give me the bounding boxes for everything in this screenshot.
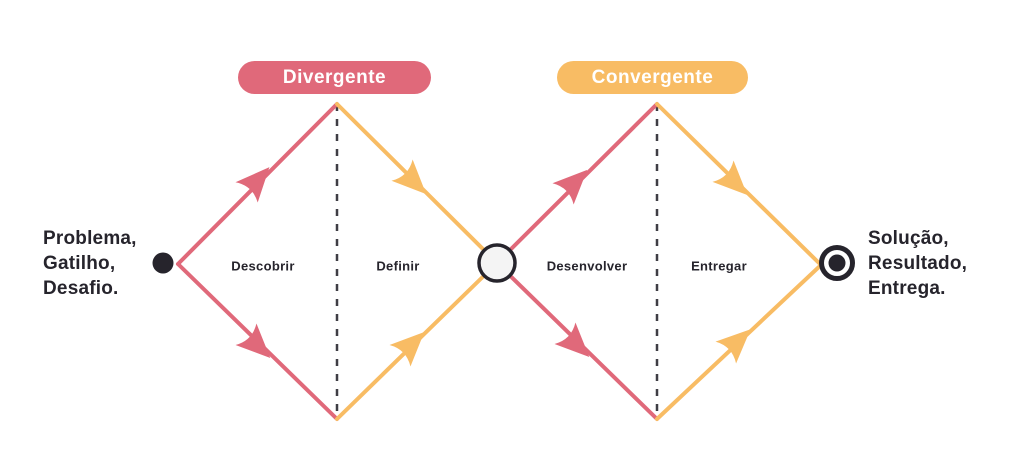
arrow-icon-d1-converge-down — [391, 159, 427, 195]
arrow-icon-d2-converge-down — [712, 160, 748, 196]
input-note-line: Desafio. — [43, 278, 119, 299]
end-node-dot — [828, 254, 846, 272]
arrow-icon-d1-diverge-up — [235, 167, 270, 203]
arrow-icon-d1-converge-up — [389, 332, 425, 367]
phase-label-desenvolver: Desenvolver — [546, 258, 628, 274]
output-note-line: Resultado, — [868, 253, 968, 274]
phase-label-definir: Definir — [376, 258, 420, 274]
arrow-icon-d2-converge-up — [715, 329, 751, 364]
input-note: Problema, Gatilho, Desafio. — [43, 226, 137, 301]
input-note-line: Gatilho, — [43, 253, 116, 274]
arrow-icon-d2-diverge-down — [554, 322, 590, 357]
arrow-icon-d1-diverge-down — [235, 323, 271, 358]
input-note-line: Problema, — [43, 228, 137, 249]
arrow-icon-d2-diverge-up — [552, 169, 588, 205]
phase-label-descobrir: Descobrir — [231, 258, 295, 274]
center-node-circle — [477, 243, 517, 283]
output-note-line: Solução, — [868, 228, 949, 249]
convergente-badge: Convergente — [557, 61, 748, 94]
start-node-dot — [152, 252, 174, 274]
output-note: Solução, Resultado, Entrega. — [868, 226, 967, 301]
phase-label-entregar: Entregar — [691, 258, 747, 274]
output-note-line: Entrega. — [868, 278, 946, 299]
divergente-badge: Divergente — [238, 61, 431, 94]
